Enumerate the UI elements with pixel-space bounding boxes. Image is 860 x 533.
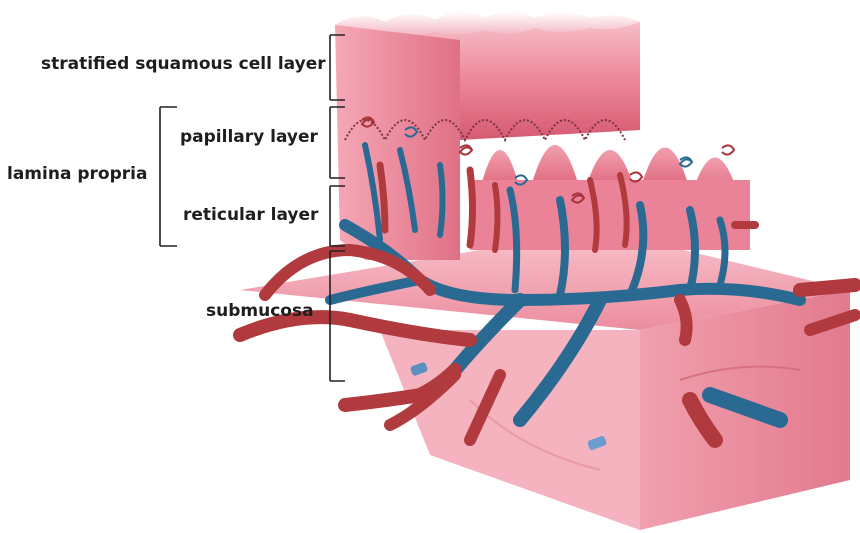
label-submucosa: submucosa — [206, 303, 314, 320]
label-stratified-squamous: stratified squamous cell layer — [41, 56, 326, 73]
label-lamina-propria: lamina propria — [7, 166, 147, 183]
bracket-lamina — [160, 107, 177, 246]
label-papillary-layer: papillary layer — [180, 129, 318, 146]
label-reticular-layer: reticular layer — [183, 207, 318, 224]
